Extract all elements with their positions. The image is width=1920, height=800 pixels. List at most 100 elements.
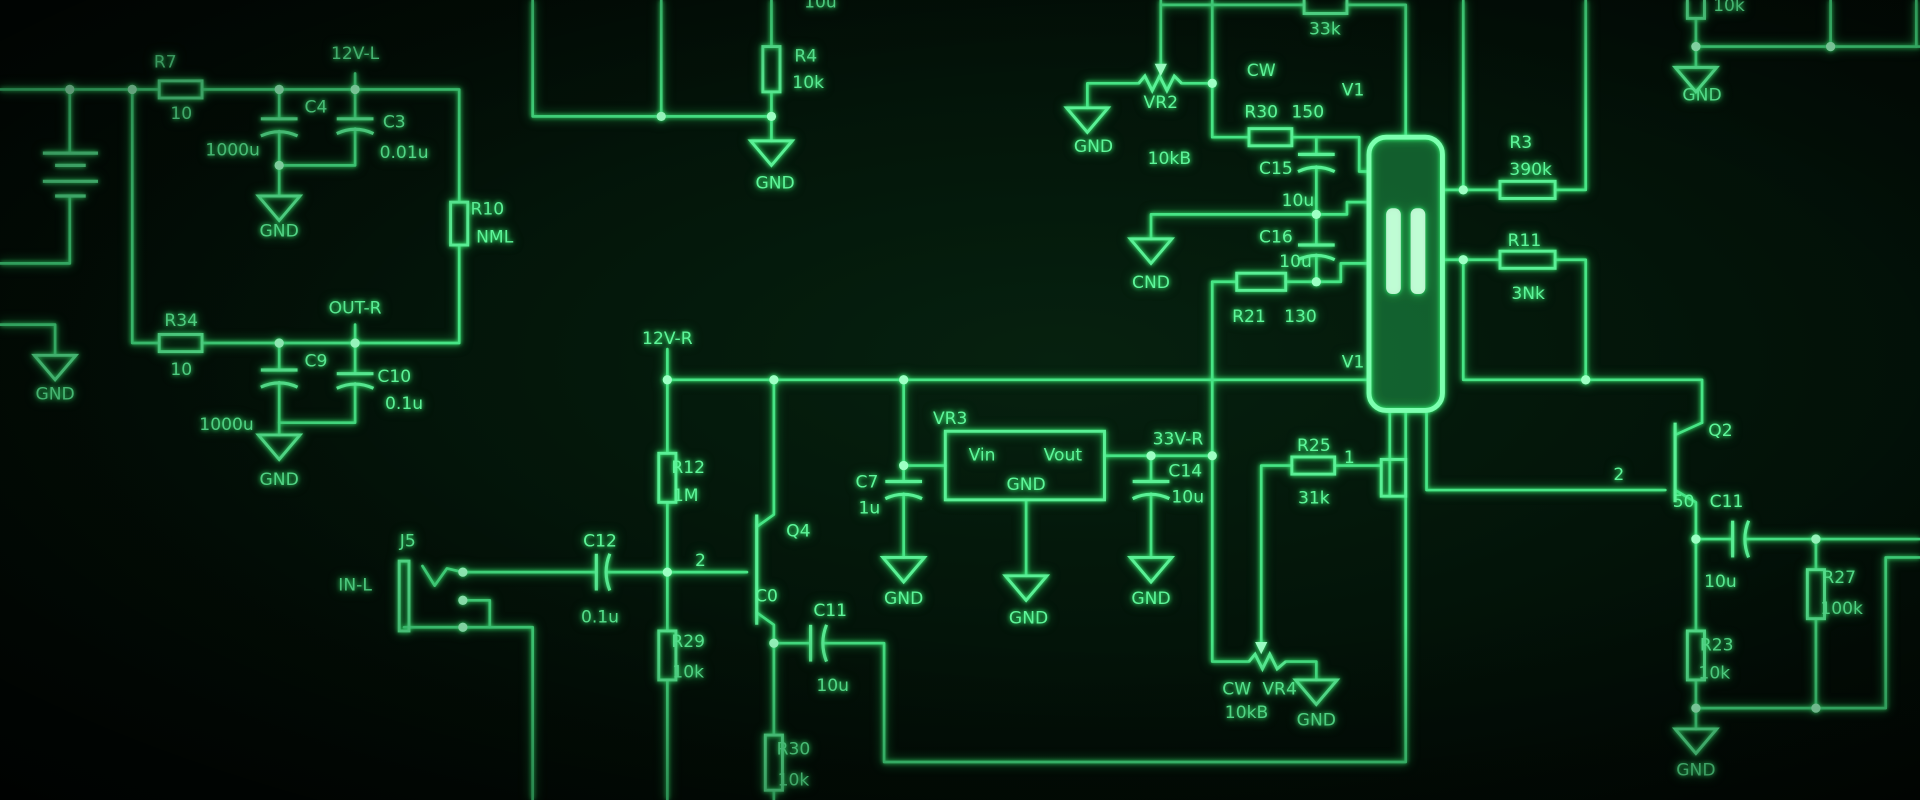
wire xyxy=(1259,464,1294,651)
junction-dot xyxy=(1811,703,1821,713)
component-label: 10 xyxy=(170,104,192,124)
junction-dot xyxy=(1146,451,1156,461)
resistor-33k xyxy=(1302,0,1349,15)
component-label: 0.1u xyxy=(385,394,423,414)
wire xyxy=(755,611,776,737)
component-label: 1u xyxy=(859,498,881,518)
component-label: GND xyxy=(884,589,923,609)
component-label: 10u xyxy=(1171,487,1204,507)
component-label: R3 xyxy=(1509,133,1532,153)
junction-dot xyxy=(1811,534,1821,544)
component-label: 2 xyxy=(695,551,706,571)
labels: R71012V-LC41000uC30.01uGNDR10NMLOUT-RR34… xyxy=(35,0,1863,790)
tube-filament xyxy=(1386,208,1401,295)
component-label: GND xyxy=(1297,710,1336,730)
wire xyxy=(1086,81,1141,110)
vacuum-tube-v1 xyxy=(1366,134,1445,413)
ground-symbol xyxy=(1671,727,1720,756)
component-label: R21 xyxy=(1232,307,1266,327)
junction-dot xyxy=(274,160,284,171)
junction-dot xyxy=(899,460,909,471)
component-label: C4 xyxy=(304,98,327,118)
wire xyxy=(0,194,72,265)
component-label: R4 xyxy=(794,46,817,66)
component-label: GND xyxy=(1131,589,1170,609)
component-label: VR4 xyxy=(1262,680,1297,700)
junction-dot xyxy=(1311,277,1321,287)
component-label: 1 xyxy=(1344,448,1355,468)
junction-dot xyxy=(1311,209,1321,220)
junction-dot xyxy=(65,84,75,95)
component-label: 390k xyxy=(1509,160,1552,180)
component-label: CW xyxy=(1222,680,1251,700)
ground-symbol xyxy=(1063,106,1112,135)
component-label: NML xyxy=(476,228,514,248)
component-label: 12V-R xyxy=(642,329,693,349)
component-label: 1000u xyxy=(199,415,253,435)
component-label: GND xyxy=(1009,609,1048,629)
component-label: 10u xyxy=(804,0,837,12)
component-label: C16 xyxy=(1259,228,1293,248)
component-label: CND xyxy=(1132,273,1170,293)
component-label: 10k xyxy=(1713,0,1745,16)
ground-symbol xyxy=(1127,555,1176,585)
component-label: 1000u xyxy=(205,141,259,161)
wiper-arrow-icon xyxy=(1255,641,1268,655)
wire xyxy=(0,323,57,357)
component-label: C3 xyxy=(383,112,406,132)
wire xyxy=(1284,660,1318,682)
component-label: OUT-R xyxy=(329,299,382,319)
resistor-r3 xyxy=(1498,179,1557,200)
component-label: C9 xyxy=(304,351,327,371)
ground-symbol xyxy=(879,555,928,585)
component-label: R7 xyxy=(154,52,177,72)
potentiometer-vr2 xyxy=(1137,72,1183,94)
junction-dot xyxy=(662,375,672,385)
component-label: GND xyxy=(260,221,299,241)
component-label: CW xyxy=(1247,61,1276,81)
component-label: R30 xyxy=(1244,103,1278,123)
component-label: C14 xyxy=(1168,462,1202,482)
component-label: GND xyxy=(755,174,794,194)
component-label: GND xyxy=(1074,137,1113,157)
wire xyxy=(1553,0,1588,192)
component-label: R23 xyxy=(1700,636,1734,656)
component-label: GND xyxy=(260,470,299,490)
junction-dot xyxy=(1825,41,1836,52)
wire xyxy=(1673,421,1704,437)
wire xyxy=(755,378,776,529)
junction-dot xyxy=(1207,78,1217,88)
resistor-r34 xyxy=(157,332,204,354)
component-label: 33k xyxy=(1309,19,1341,39)
wiper-arrow-icon xyxy=(1154,63,1167,76)
component-label: 3Nk xyxy=(1511,284,1545,304)
component-label: R25 xyxy=(1297,436,1331,456)
component-label: 10k xyxy=(672,662,704,682)
component-label: R27 xyxy=(1822,568,1856,588)
component-label: 10k xyxy=(792,73,824,93)
component-label: R34 xyxy=(164,311,198,331)
component-label: 0.01u xyxy=(380,143,429,163)
junction-dot xyxy=(350,84,360,95)
junction-dot xyxy=(1691,41,1701,52)
component-label: C15 xyxy=(1259,159,1293,179)
junction-dot xyxy=(1458,255,1468,265)
component-label: GND xyxy=(1006,475,1045,495)
wire xyxy=(1345,3,1408,139)
component-label: IN-L xyxy=(338,576,372,596)
wire xyxy=(421,564,465,587)
component-label: Vout xyxy=(1044,446,1083,466)
component-label: C11 xyxy=(1710,492,1744,512)
component-label: C10 xyxy=(377,367,411,387)
component-label: V1 xyxy=(1342,81,1365,101)
component-label: VR2 xyxy=(1144,93,1179,113)
component-label: Q4 xyxy=(786,522,810,542)
junction-dot xyxy=(662,567,672,577)
jack-j5 xyxy=(397,559,411,633)
component-label: R12 xyxy=(671,458,705,478)
resistor-r11 xyxy=(1498,249,1557,270)
junction-dot xyxy=(1207,451,1217,461)
resistor-r25 xyxy=(1290,455,1337,476)
component-label: R11 xyxy=(1508,231,1542,251)
